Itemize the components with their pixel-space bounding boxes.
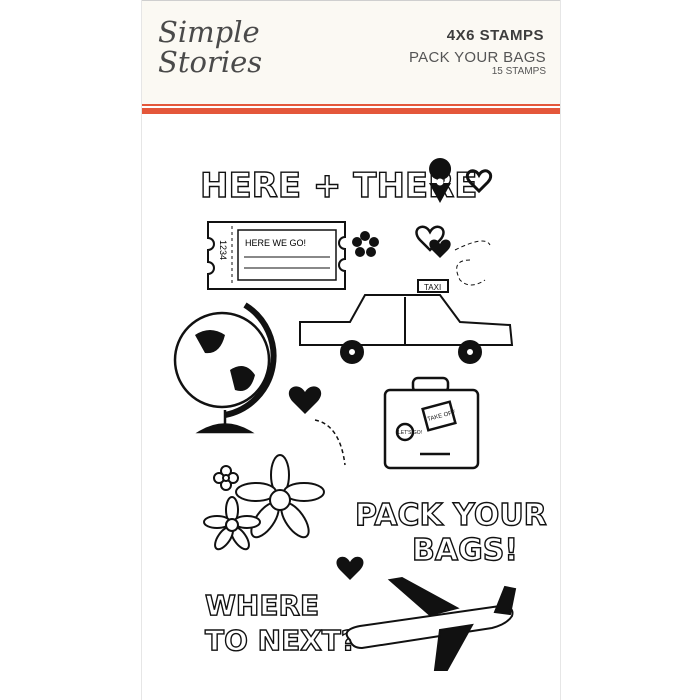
airplane-stamp [345, 576, 517, 671]
flowers-stamp [203, 454, 325, 551]
stamp-pack-your: PACK YOUR [355, 498, 547, 533]
ticket-number: 1234 [218, 240, 228, 260]
stamp-bags: BAGS! [412, 533, 518, 568]
accent-stripe-thin [142, 104, 560, 106]
product-name: PACK YOUR BAGS [408, 49, 546, 66]
suitcase-stamp: LET'S GO! TAKE OFF [383, 376, 480, 470]
sticker-lets-go: LET'S GO! [398, 430, 422, 436]
stamp-count: 15 STAMPS [491, 66, 546, 77]
hearts-dashed-path-icon [415, 225, 491, 286]
stamp-to-next: TO NEXT? [205, 624, 357, 657]
accent-stripe-thick [142, 108, 560, 114]
ticket-stamp: 1234 HERE WE GO! [207, 221, 346, 290]
package-header: Simple Stories 4X6 STAMPS PACK YOUR BAGS… [142, 0, 560, 104]
heart-small-icon [336, 556, 364, 580]
product-info: 4X6 STAMPS PACK YOUR BAGS 15 STAMPS [408, 27, 547, 77]
ticket-text: HERE WE GO! [245, 238, 306, 248]
brand-logo: Simple Stories [158, 15, 263, 79]
taxi-stamp: TAXI [299, 279, 514, 364]
flower-small-icon [352, 231, 379, 257]
size-badge: 4X6 STAMPS [444, 27, 547, 44]
heart-outline-icon [465, 169, 493, 194]
map-pin-icon [429, 158, 452, 203]
globe-stamp [173, 302, 277, 434]
stamp-where: WHERE [205, 589, 319, 622]
taxi-sign: TAXI [424, 283, 441, 292]
heart-dashed-arrow-icon [288, 386, 322, 414]
